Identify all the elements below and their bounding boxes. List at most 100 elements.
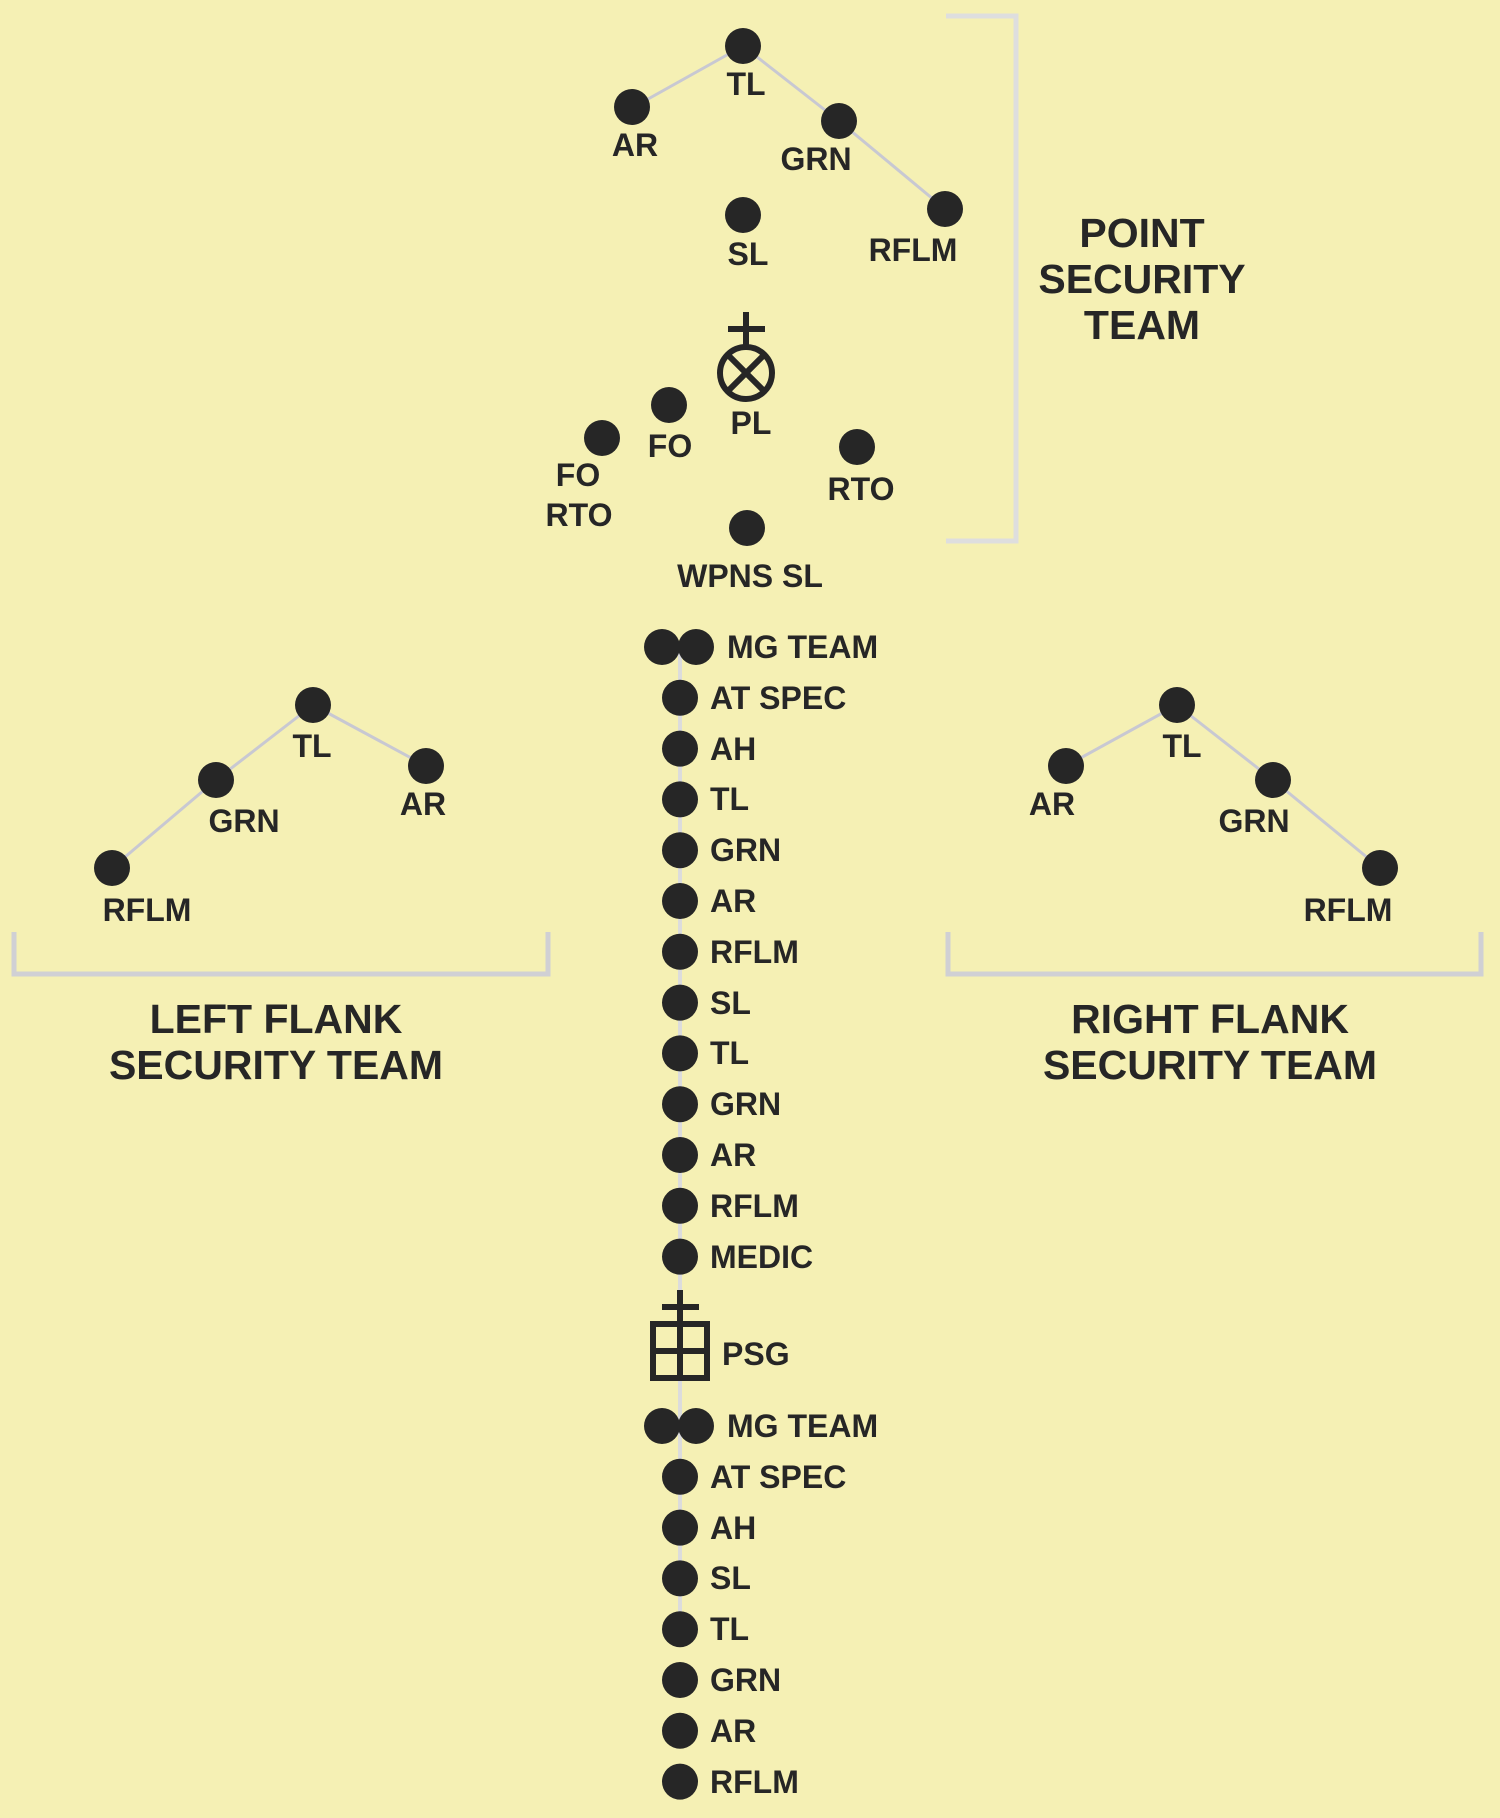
column-member-label: SL — [710, 984, 751, 1021]
right-ar-node — [1048, 748, 1084, 784]
column-member-node — [662, 984, 698, 1021]
right-title-line-2: SECURITY TEAM — [1042, 1042, 1378, 1088]
right-ar-label: AR — [1028, 786, 1076, 822]
left-rflm-node — [94, 850, 130, 886]
left-grn-node — [198, 762, 234, 798]
fo-label: FO — [647, 428, 693, 464]
column-member-label: TL — [710, 1035, 750, 1072]
column-member-node — [662, 1458, 698, 1495]
right-flank-connectors — [1065, 703, 1381, 870]
column-member-node — [662, 1763, 698, 1800]
left-grn-label: GRN — [208, 803, 280, 839]
column-member-label: TL — [710, 781, 750, 818]
point-team-connectors — [631, 44, 946, 211]
right-flank-title: RIGHT FLANK SECURITY TEAM — [1043, 996, 1377, 1088]
right-rflm-node — [1362, 850, 1398, 886]
column-member-node — [662, 1137, 698, 1173]
column-member-label: RFLM — [710, 933, 799, 970]
point-ar-node — [614, 89, 650, 125]
connector-tl-ar — [631, 44, 744, 110]
column-member-node — [662, 679, 698, 716]
left-ar-node — [408, 748, 444, 784]
mg-team-node — [678, 629, 714, 665]
column-member-node — [662, 730, 698, 767]
rto-label: RTO — [827, 471, 895, 507]
left-tl-node — [295, 687, 331, 723]
point-title-line-3: TEAM — [1083, 302, 1201, 348]
left-ar-label: AR — [399, 786, 447, 822]
column-member-label: RFLM — [710, 1187, 799, 1224]
left-flank-title: LEFT FLANK SECURITY TEAM — [109, 996, 443, 1088]
point-rflm-node — [927, 191, 963, 227]
left-flank-connectors — [111, 703, 427, 870]
left-title-line-2: SECURITY TEAM — [108, 1042, 444, 1088]
point-rflm-label: RFLM — [868, 232, 958, 268]
column-member-label: GRN — [710, 832, 782, 869]
column-member-label: TL — [710, 1611, 750, 1648]
point-team-bracket — [946, 13, 1019, 544]
point-ar-label: AR — [611, 127, 659, 163]
mg-team-label: MG TEAM — [727, 629, 879, 665]
column-member-label: RFLM — [710, 1763, 799, 1800]
fo-node — [651, 387, 687, 423]
rto-node — [839, 429, 875, 465]
column-member-label: GRN — [710, 1086, 782, 1123]
point-security-team-title: POINT SECURITY TEAM — [1038, 210, 1245, 348]
column-member-label: AR — [710, 1712, 757, 1749]
left-tl-label: TL — [292, 728, 332, 764]
point-title-line-2: SECURITY — [1038, 256, 1246, 302]
right-tl-node — [1159, 687, 1195, 723]
column-member-label: AT SPEC — [710, 1458, 847, 1495]
connector-grn-rflm — [838, 119, 946, 211]
point-sl-label: SL — [727, 236, 769, 272]
point-title-line-1: POINT — [1079, 210, 1205, 256]
column-member-label: AR — [710, 883, 757, 919]
left-title-line-1: LEFT FLANK — [149, 996, 403, 1042]
mg-team-label: MG TEAM — [727, 1408, 879, 1444]
point-tl-node — [725, 28, 761, 64]
column-member-node — [662, 1611, 698, 1648]
right-flank-bracket — [945, 932, 1484, 977]
wpns-sl-node — [729, 510, 765, 546]
point-sl-node — [725, 197, 761, 233]
mg-team-node — [644, 629, 680, 665]
fo-rto-node — [584, 420, 620, 456]
column-member-node — [662, 1560, 698, 1597]
column-member-label: MEDIC — [710, 1238, 814, 1275]
point-grn-label: GRN — [780, 141, 852, 177]
fo-rto-label-line2: RTO — [545, 497, 613, 533]
column-member-node — [662, 883, 698, 919]
column-member-node — [662, 1662, 698, 1698]
column-member-label: GRN — [710, 1662, 782, 1698]
column-member-node — [662, 1187, 698, 1224]
column-nodes — [644, 629, 714, 1800]
column-member-label: SL — [710, 1560, 751, 1597]
left-flank-bracket — [11, 932, 551, 977]
psg-symbol-icon — [650, 1290, 710, 1381]
column-member-node — [662, 1035, 698, 1072]
right-rflm-label: RFLM — [1303, 892, 1393, 928]
column-member-label: AH — [710, 730, 757, 767]
column-member-label: AT SPEC — [710, 679, 847, 716]
column-member-label: AR — [710, 1137, 757, 1173]
column-member-node — [662, 832, 698, 869]
pl-label: PL — [730, 405, 772, 441]
column-member-node — [662, 933, 698, 970]
column-member-label: AH — [710, 1509, 757, 1546]
connector-tl-grn — [742, 44, 840, 123]
point-grn-node — [821, 103, 857, 139]
column-member-node — [662, 781, 698, 818]
column-member-node — [662, 1238, 698, 1275]
column-member-node — [662, 1712, 698, 1749]
pl-symbol-icon — [717, 312, 775, 402]
psg-label: PSG — [722, 1336, 790, 1372]
point-tl-label: TL — [726, 66, 766, 102]
column-member-node — [662, 1509, 698, 1546]
column-member-node — [662, 1086, 698, 1123]
right-tl-label: TL — [1162, 728, 1202, 764]
mg-team-node — [644, 1408, 680, 1444]
right-title-line-1: RIGHT FLANK — [1071, 996, 1349, 1042]
mg-team-node — [678, 1408, 714, 1444]
left-rflm-label: RFLM — [102, 892, 192, 928]
